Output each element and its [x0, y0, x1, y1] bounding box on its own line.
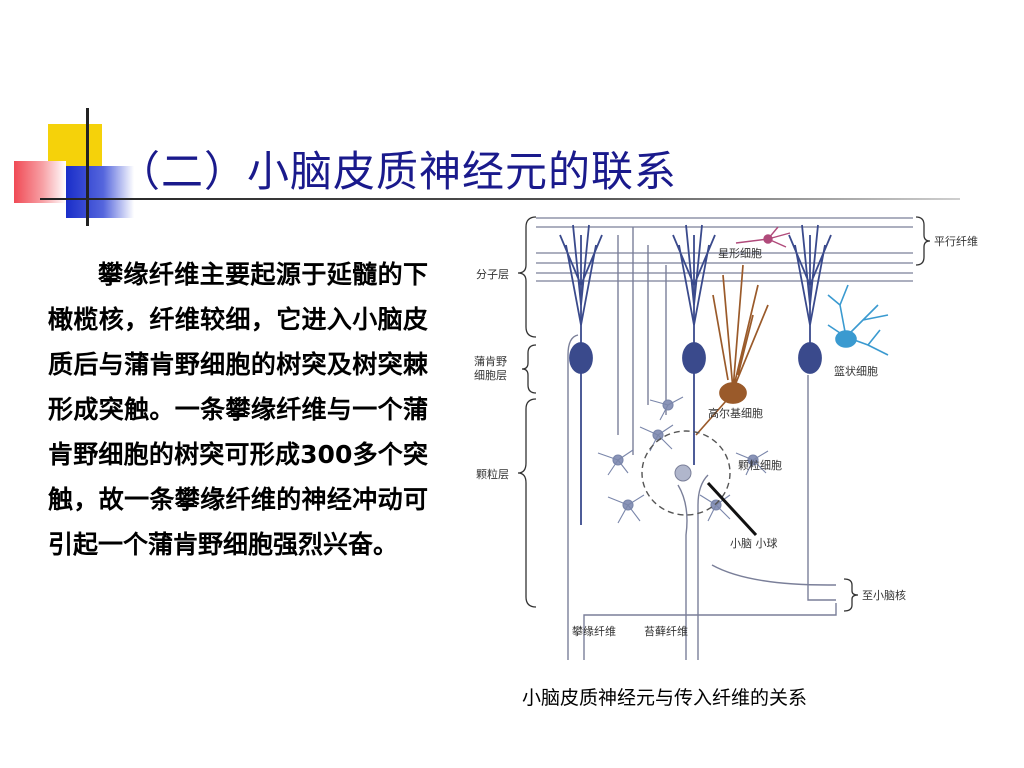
label-stellate-cell: 星形细胞: [718, 247, 762, 260]
body-text: 攀缘纤维主要起源于延髓的下橄榄核，纤维较细，它进入小脑皮质后与蒲肯野细胞的树突及…: [48, 260, 428, 559]
granule-cells: [597, 396, 769, 524]
label-purkinje-layer-2: 细胞层: [474, 369, 507, 382]
title-underline: [40, 198, 960, 200]
basket-cell: [827, 284, 889, 356]
purkinje-cell-right: [788, 224, 832, 374]
layer-braces: [517, 216, 931, 612]
label-molecular-layer: 分子层: [476, 268, 509, 281]
cerebellar-cortex-diagram: 分子层 蒲肯野 细胞层 颗粒层 平行纤维 星形细胞 篮状细胞 高尔基细胞 颗粒细…: [474, 216, 978, 660]
purkinje-cell-left: [559, 224, 603, 525]
figure-caption: 小脑皮质神经元与传入纤维的关系: [522, 687, 808, 709]
label-parallel-fiber: 平行纤维: [934, 235, 978, 248]
label-granule-cell: 颗粒细胞: [738, 458, 782, 472]
golgi-cell: [695, 264, 769, 436]
glomerulus: [641, 430, 758, 537]
label-glomerulus: 小脑 小球: [730, 536, 778, 550]
label-purkinje-layer-1: 蒲肯野: [474, 354, 507, 368]
stellate-cell: [735, 226, 791, 248]
decor-vertical-line: [86, 108, 89, 226]
label-to-cerebellar-nuclei: 至小脑核: [862, 588, 906, 602]
parallel-fibers: [536, 217, 913, 282]
decor-red-square: [14, 161, 66, 203]
label-granular-layer: 颗粒层: [476, 467, 509, 481]
label-golgi-cell: 高尔基细胞: [708, 406, 763, 420]
label-basket-cell: 篮状细胞: [834, 364, 878, 378]
afferent-fibers: [567, 227, 837, 660]
decor-blue-square: [66, 166, 134, 218]
label-mossy-fiber: 苔藓纤维: [644, 624, 688, 638]
slide-title: （二）小脑皮质神经元的联系: [118, 147, 678, 196]
label-climbing-fiber: 攀缘纤维: [572, 625, 616, 638]
purkinje-cell-middle: [672, 224, 716, 465]
